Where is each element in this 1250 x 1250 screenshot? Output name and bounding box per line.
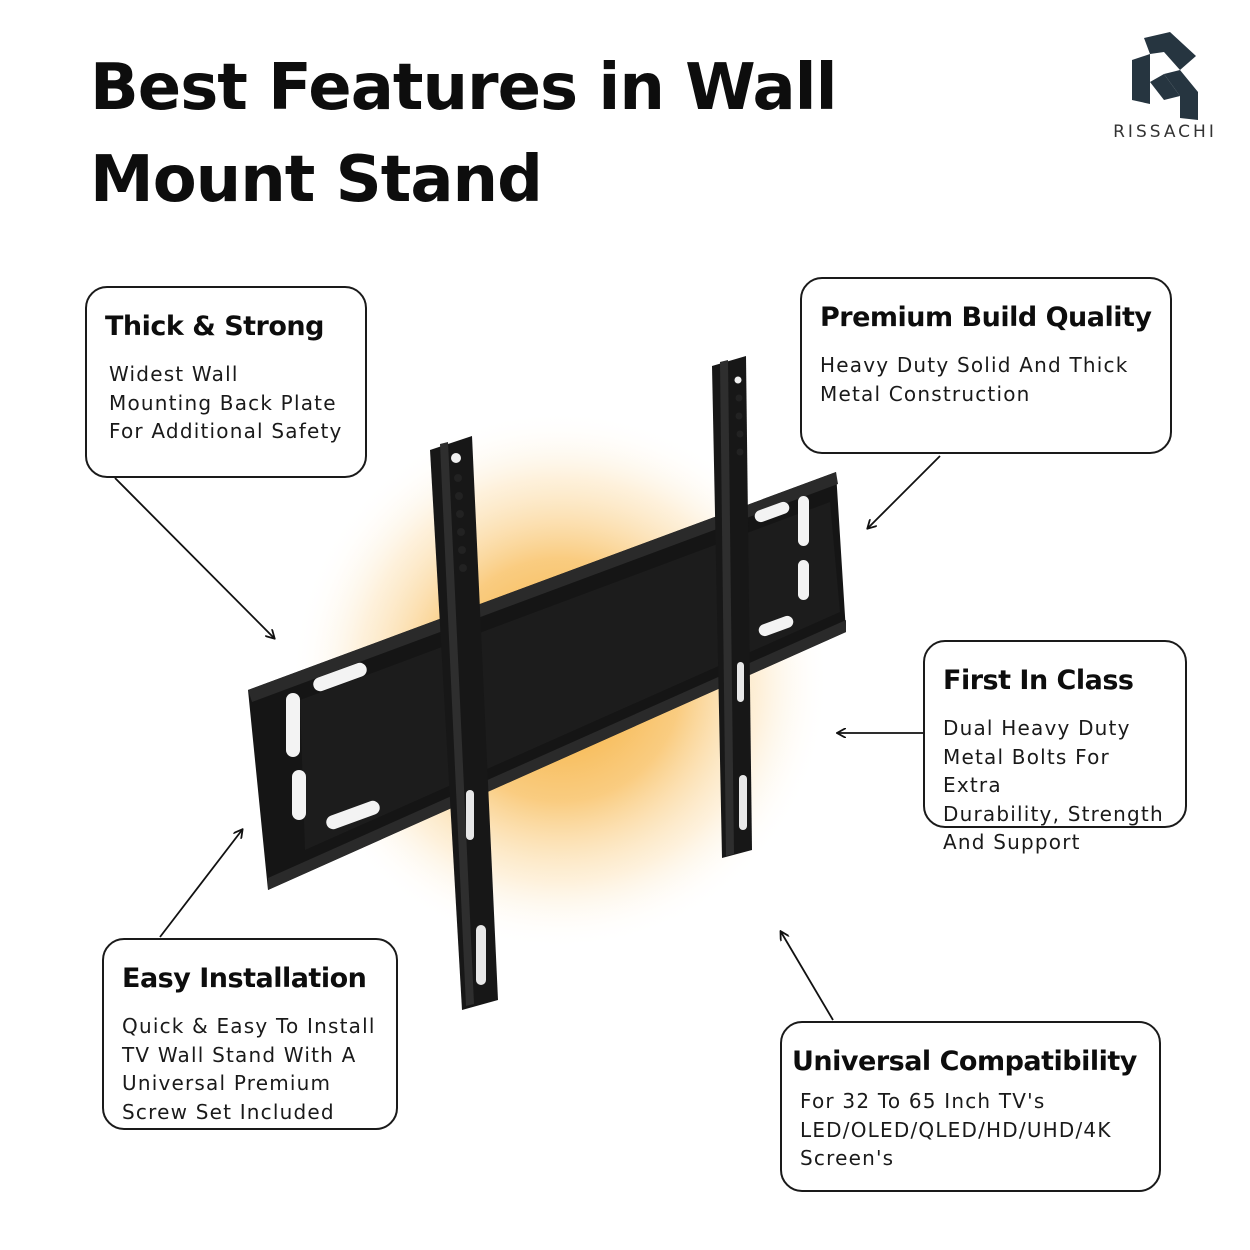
page-title-line-2: Mount Stand bbox=[90, 143, 543, 217]
plate-slot bbox=[286, 693, 300, 757]
feature-heading: Premium Build Quality bbox=[820, 302, 1152, 333]
feature-text: Heavy Duty Solid And Thick Metal Constru… bbox=[820, 353, 1129, 406]
plate-slot bbox=[313, 662, 367, 692]
arrow-easy-installation bbox=[159, 830, 242, 938]
brand-name: RISSACHI bbox=[1113, 122, 1217, 142]
brand-logo: RISSACHI bbox=[1100, 30, 1230, 150]
feature-card-thick-strong: Thick & Strong Widest Wall Mounting Back… bbox=[85, 286, 367, 478]
feature-heading: Universal Compatibility bbox=[792, 1046, 1137, 1077]
left-mounting-arm bbox=[430, 436, 498, 1010]
feature-text: Quick & Easy To Install TV Wall Stand Wi… bbox=[122, 1014, 376, 1124]
feature-heading: Thick & Strong bbox=[105, 311, 324, 342]
arrow-thick-strong bbox=[114, 477, 274, 638]
plate-slot bbox=[758, 615, 794, 637]
feature-card-easy-installation: Easy Installation Quick & Easy To Instal… bbox=[102, 938, 398, 1130]
feature-card-first-in-class: First In Class Dual Heavy Duty Metal Bol… bbox=[923, 640, 1187, 854]
plate-slot bbox=[798, 496, 809, 546]
wall-back-plate bbox=[248, 472, 846, 890]
plate-slot bbox=[798, 560, 809, 600]
feature-text: Dual Heavy Duty Metal Bolts For Extra Du… bbox=[943, 716, 1164, 854]
page-title-line-1: Best Features in Wall bbox=[90, 51, 838, 125]
feature-card-premium-build: Premium Build Quality Heavy Duty Solid A… bbox=[800, 277, 1172, 454]
plate-slot bbox=[326, 800, 380, 830]
plate-slot bbox=[292, 770, 306, 820]
page-title: Best Features in Wall Mount Stand bbox=[90, 42, 890, 226]
right-mounting-arm bbox=[712, 356, 752, 858]
plate-slot bbox=[754, 501, 790, 523]
feature-text: Widest Wall Mounting Back Plate For Addi… bbox=[109, 362, 343, 443]
feature-heading: First In Class bbox=[943, 665, 1134, 696]
feature-text: For 32 To 65 Inch TV's LED/OLED/QLED/HD/… bbox=[800, 1089, 1112, 1170]
feature-card-universal-compat: Universal Compatibility For 32 To 65 Inc… bbox=[780, 1021, 1161, 1192]
arrow-premium-build bbox=[868, 455, 941, 528]
arrow-universal-compat bbox=[781, 932, 834, 1021]
rissachi-logo-icon bbox=[1132, 32, 1198, 120]
feature-heading: Easy Installation bbox=[122, 963, 367, 994]
